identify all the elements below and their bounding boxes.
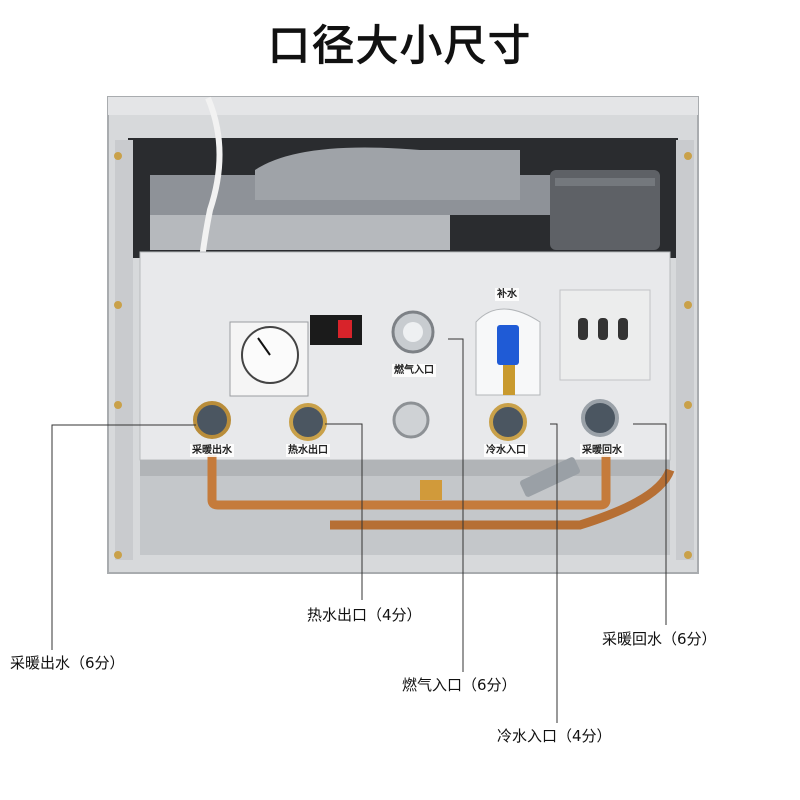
page-title: 口径大小尺寸 xyxy=(267,21,532,70)
cold-water-inlet-label: 冷水入口 xyxy=(484,444,528,457)
leader-cold-water-inlet xyxy=(550,423,558,723)
callout-cold-water-inlet: 冷水入口（4分） xyxy=(497,727,612,745)
callout-hot-water-outlet: 热水出口（4分） xyxy=(307,606,422,624)
heating-outlet-fitting xyxy=(193,401,231,439)
heating-return-label: 采暖回水 xyxy=(580,444,624,457)
hot-water-outlet-label: 热水出口 xyxy=(286,444,330,457)
heating-outlet-label: 采暖出水 xyxy=(190,444,234,457)
gas-inlet-label: 燃气入口 xyxy=(392,364,436,377)
callout-gas-inlet: 燃气入口（6分） xyxy=(402,676,517,694)
leader-heating-return xyxy=(633,423,667,625)
fill-water-label: 补水 xyxy=(495,288,519,301)
callout-heating-outlet: 采暖出水（6分） xyxy=(10,654,125,672)
cold-water-inlet-fitting xyxy=(489,403,527,441)
hot-water-outlet-fitting xyxy=(289,403,327,441)
heating-return-fitting xyxy=(581,399,619,437)
copper-pipe xyxy=(207,455,611,510)
leader-gas-inlet xyxy=(448,338,464,672)
leader-heating-outlet xyxy=(51,424,196,650)
callout-heating-return: 采暖回水（6分） xyxy=(602,630,717,648)
fill-water-valve xyxy=(497,325,519,365)
leader-hot-water-outlet xyxy=(325,423,363,600)
power-switch xyxy=(310,315,362,345)
